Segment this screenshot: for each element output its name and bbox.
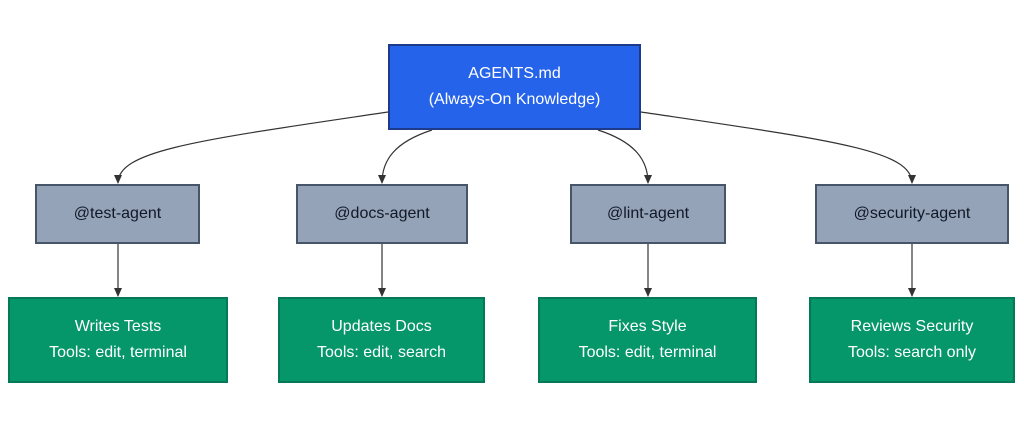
task-node-updates-docs: Updates Docs Tools: edit, search [278, 297, 485, 383]
task-tools: Tools: edit, terminal [49, 344, 187, 361]
task-node-fixes-style: Fixes Style Tools: edit, terminal [538, 297, 757, 383]
task-tools: Tools: search only [847, 344, 977, 361]
edge-root-to-test-agent [114, 111, 389, 184]
task-title: Writes Tests [74, 318, 162, 335]
task-title: Fixes Style [608, 318, 687, 335]
agent-node-test: @test-agent [35, 184, 200, 244]
root-title: AGENTS.md [468, 65, 561, 82]
task-title: Updates Docs [331, 318, 432, 335]
task-node-writes-tests: Writes Tests Tools: edit, terminal [8, 297, 228, 383]
task-title: Reviews Security [850, 318, 974, 335]
task-tools: Tools: edit, terminal [578, 344, 717, 361]
agent-node-security: @security-agent [815, 184, 1009, 244]
agent-label: @security-agent [853, 205, 971, 222]
agent-label: @lint-agent [606, 205, 690, 222]
root-subtitle: (Always-On Knowledge) [428, 91, 601, 108]
edge-root-to-docs-agent [378, 129, 433, 184]
agent-label: @docs-agent [334, 205, 430, 222]
root-node-agents-md: AGENTS.md (Always-On Knowledge) [388, 44, 641, 130]
task-tools: Tools: edit, search [317, 344, 446, 361]
edge-root-to-security-agent [640, 111, 916, 184]
edge-root-to-lint-agent [597, 129, 652, 184]
agent-node-lint: @lint-agent [570, 184, 726, 244]
agent-node-docs: @docs-agent [296, 184, 468, 244]
agent-label: @test-agent [73, 205, 162, 222]
task-node-reviews-security: Reviews Security Tools: search only [809, 297, 1015, 383]
